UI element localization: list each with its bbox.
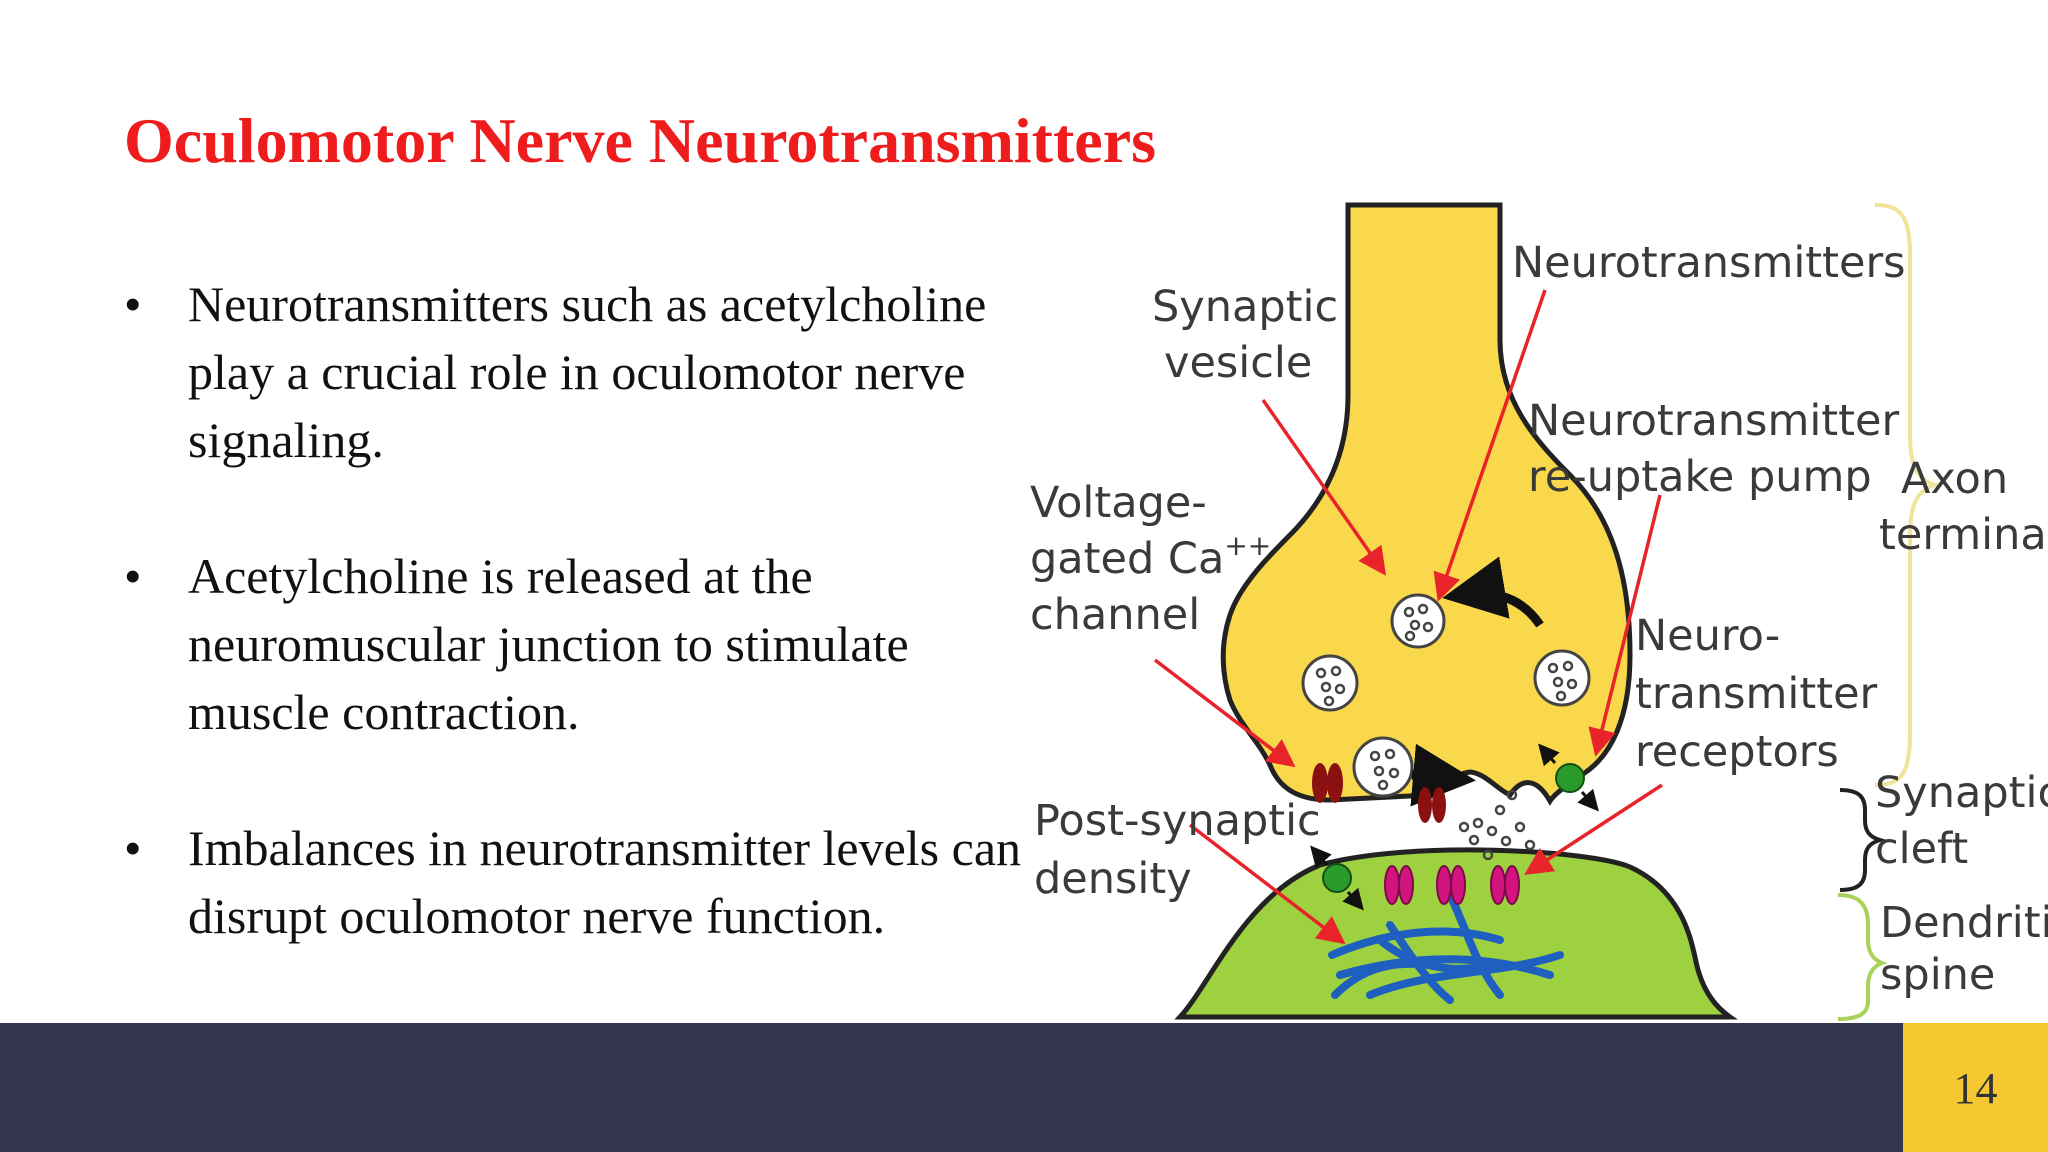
bullet-item: • Imbalances in neurotransmitter levels … [124, 814, 1024, 950]
bullet-marker: • [124, 820, 142, 876]
axon-terminal-shape [1030, 195, 1245, 470]
footer-bar [0, 1023, 1903, 1152]
synaptic-vesicle [1352, 736, 1414, 798]
bullet-text: Acetylcholine is released at the neuromu… [188, 548, 909, 740]
bullet-marker: • [124, 548, 142, 604]
dendritic-spine-label: Dendriticspine [1880, 898, 2048, 1000]
vesicle-contents [1315, 603, 1578, 791]
neurotransmitter-receptors [1384, 865, 1520, 905]
bullet-marker: • [124, 276, 142, 332]
bullet-text: Imbalances in neurotransmitter levels ca… [188, 820, 1022, 944]
synaptic-cleft-bracket [1839, 788, 1887, 892]
page-number: 14 [1953, 1064, 1998, 1113]
post-synaptic-density-filaments [1328, 891, 1564, 1004]
voltage-gated-ca-channels [1312, 763, 1446, 823]
bullet-text: Neurotransmitters such as acetylcholine … [188, 276, 987, 468]
synaptic-vesicle [1533, 649, 1591, 707]
reuptake-arrow [1442, 556, 1544, 628]
synaptic-vesicle [1301, 654, 1359, 712]
reuptake-pumps [1322, 763, 1585, 893]
voltage-gated-ca-label: Voltage-gated Ca++channel [1030, 478, 1271, 640]
pump-arrows [1310, 743, 1599, 911]
page-number-badge: 14 [1903, 1023, 2048, 1152]
release-arrow [1410, 743, 1476, 807]
dendritic-spine-bracket [1837, 893, 1888, 1021]
bullet-list: • Neurotransmitters such as acetylcholin… [124, 270, 1024, 1018]
label-arrows [1153, 289, 1663, 945]
bullet-item: • Neurotransmitters such as acetylcholin… [124, 270, 1024, 474]
slide-title: Oculomotor Nerve Neurotransmitters [124, 105, 1156, 176]
neurotransmitters-label: Neurotransmitters [1512, 238, 1906, 288]
axon-terminal-bracket [1874, 203, 1942, 787]
bullet-item: • Acetylcholine is released at the neuro… [124, 542, 1024, 746]
